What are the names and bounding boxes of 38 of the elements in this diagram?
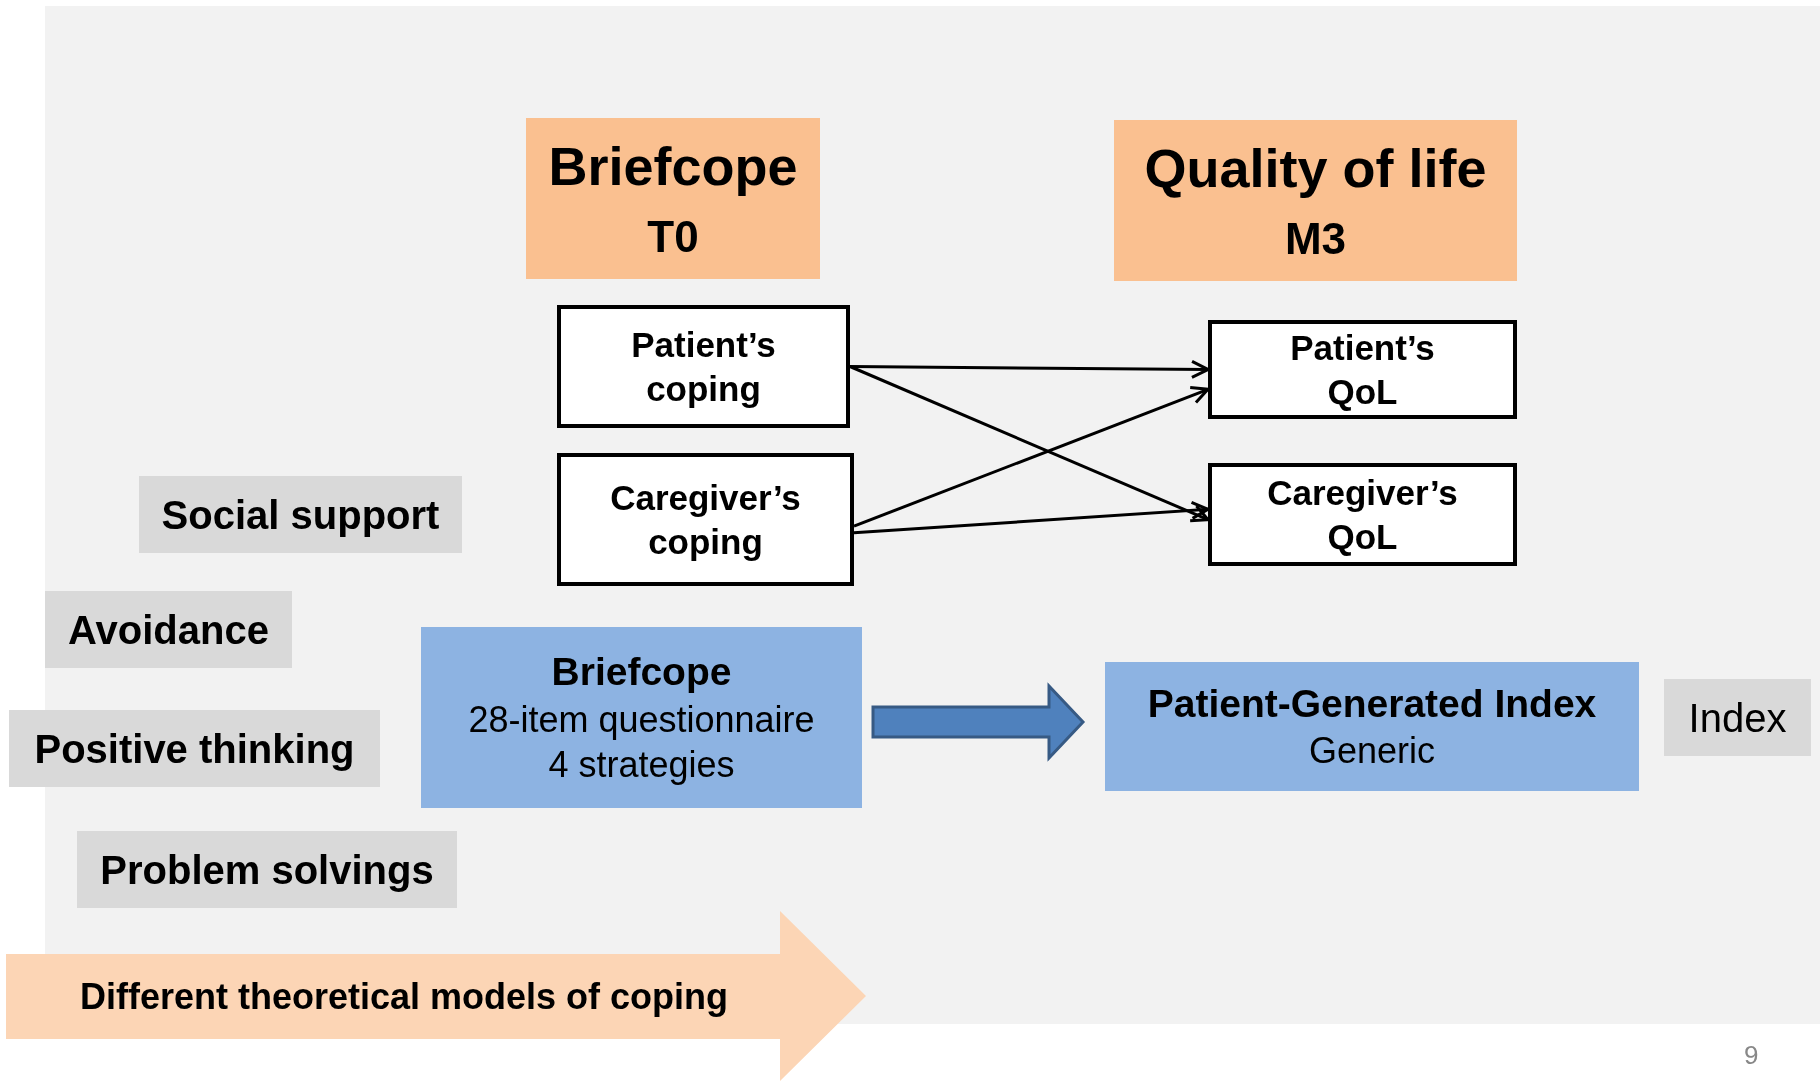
strategy-text: Avoidance — [68, 606, 269, 654]
process-box — [1208, 463, 1517, 566]
arrow — [850, 359, 1210, 379]
arrow — [853, 386, 1210, 528]
strategy-box — [77, 831, 457, 908]
info-box — [421, 627, 862, 808]
strategy-text: Problem solvings — [100, 846, 434, 894]
strategy-box — [139, 476, 462, 553]
strategy-box — [9, 710, 380, 787]
info-box — [1105, 662, 1639, 791]
strategy-text: Social support — [161, 491, 440, 539]
arrow — [853, 500, 1210, 535]
process-box — [557, 453, 854, 586]
block-arrow — [871, 682, 1086, 762]
process-box — [557, 305, 850, 428]
tag-box — [1664, 679, 1811, 756]
tag-text: Index — [1688, 694, 1787, 742]
arrow — [849, 365, 1210, 523]
strategy-text: Positive thinking — [34, 725, 355, 773]
header-box — [1114, 120, 1517, 281]
info-text: 28-item questionnaire — [468, 697, 815, 742]
header-text: T0 — [647, 210, 699, 263]
header-text: M3 — [1284, 212, 1347, 265]
box-text: Caregiver’s QoL — [1266, 471, 1459, 558]
box-text: Patient’s QoL — [1289, 326, 1436, 413]
header-text: Quality of life — [1144, 137, 1487, 201]
strategy-box — [45, 591, 292, 668]
box-text: Patient’s coping — [630, 323, 777, 410]
banner-text: Different theoretical models of coping — [80, 974, 729, 1019]
info-text: Patient-Generated Index — [1147, 680, 1597, 727]
header-box — [526, 118, 820, 279]
info-text: 4 strategies — [548, 742, 735, 787]
info-text: Generic — [1308, 729, 1436, 774]
page-number: 9 — [1744, 1040, 1759, 1071]
info-text: Briefcope — [551, 649, 732, 696]
header-text: Briefcope — [548, 135, 798, 199]
process-box — [1208, 320, 1517, 419]
box-text: Caregiver’s coping — [609, 476, 802, 563]
